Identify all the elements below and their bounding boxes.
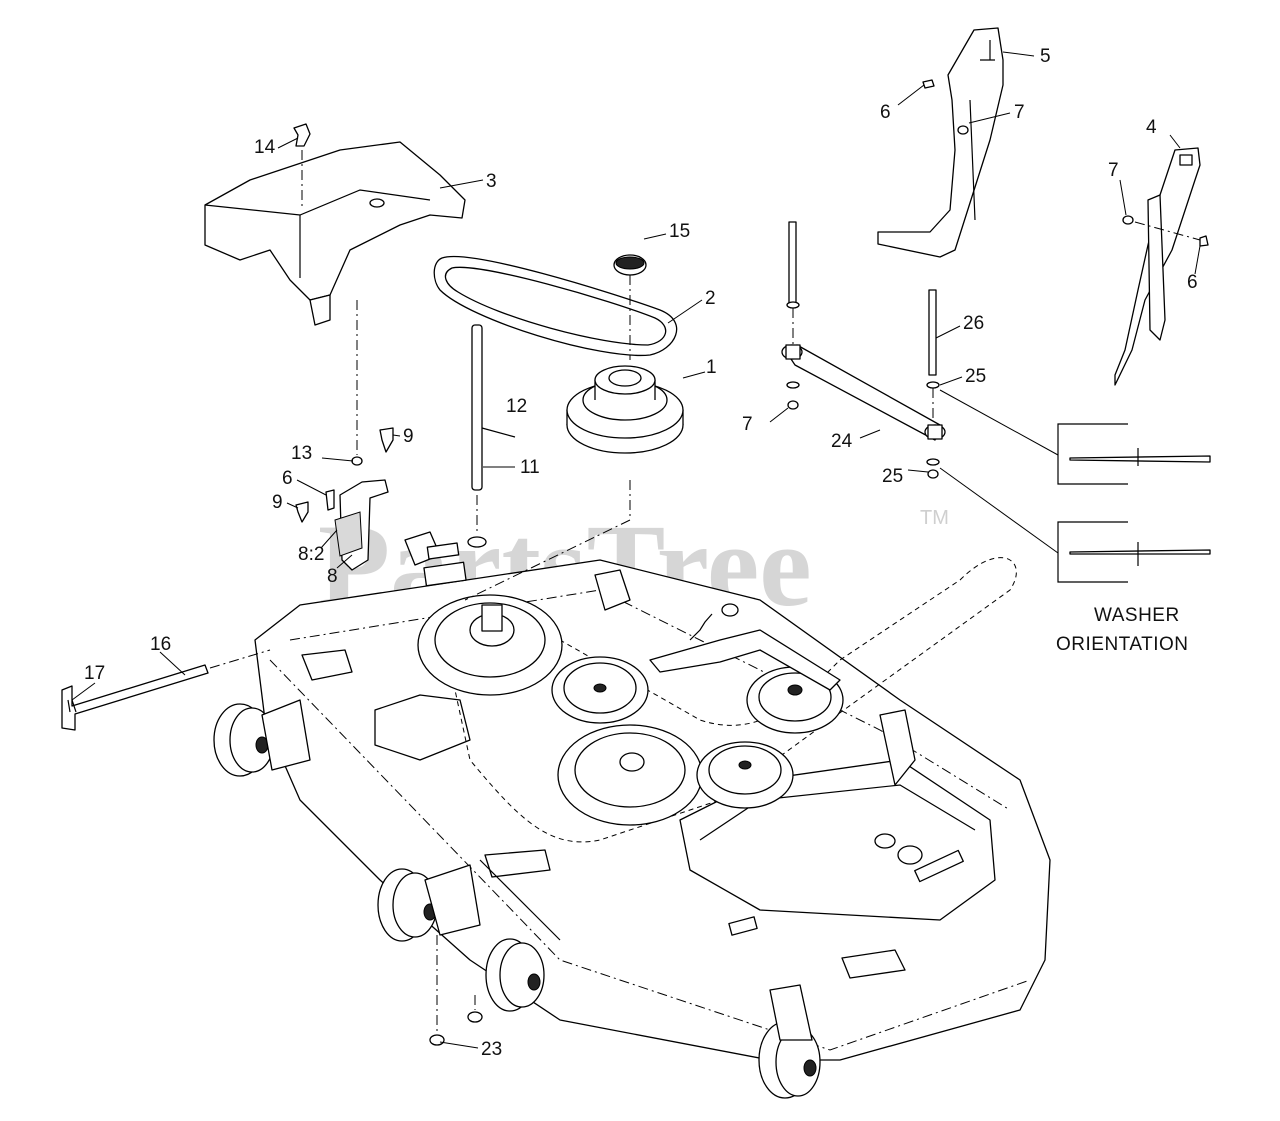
caster-wheel-right	[758, 984, 821, 1099]
washer-orientation-line1: WASHER	[1094, 605, 1180, 626]
callout-14: 14	[254, 137, 276, 158]
callout-6-right: 6	[1187, 272, 1198, 293]
callout-3: 3	[486, 171, 497, 192]
callout-2: 2	[705, 288, 716, 309]
flange-nut-left	[429, 1034, 445, 1046]
callout-4: 4	[1146, 117, 1157, 138]
callout-9-top: 9	[403, 426, 414, 447]
idler-bracket	[334, 479, 389, 571]
flange-nut-right	[467, 1011, 483, 1023]
washer-top-left	[786, 301, 800, 309]
nut-7-top	[957, 125, 969, 135]
cover-knob	[293, 123, 311, 147]
bolt-6-top	[922, 79, 935, 89]
hairpin-clip	[67, 699, 77, 713]
callout-16: 16	[150, 634, 171, 655]
washer-orientation-detail-top	[1057, 423, 1211, 485]
callout-7-right: 7	[1108, 160, 1119, 181]
mount-bracket-4	[1114, 147, 1201, 386]
callout-15: 15	[669, 221, 690, 242]
callout-11: 11	[520, 457, 540, 478]
nut-7-right	[1122, 215, 1134, 225]
idler-arm	[649, 629, 841, 691]
callout-17: 17	[84, 663, 105, 684]
washer-bottom-left	[786, 381, 800, 389]
callout-9-left: 9	[272, 492, 283, 513]
idler-spring	[689, 613, 713, 641]
callout-26: 26	[963, 313, 984, 334]
nut-7-left	[787, 400, 799, 410]
carriage-bolt-side	[295, 501, 309, 523]
callout-1: 1	[706, 357, 717, 378]
idler-pulley-lower	[696, 741, 794, 809]
washer-orientation-detail-bottom	[1057, 521, 1211, 583]
washer-25-top	[926, 381, 940, 389]
callout-12: 12	[506, 396, 527, 417]
caster-wheel-left-front	[213, 699, 311, 777]
washer-25-bottom	[926, 458, 940, 466]
callout-7-top: 7	[1014, 102, 1025, 123]
caster-wheel-mid	[485, 938, 545, 1012]
pivot-pin	[471, 324, 483, 491]
bolt-6-left	[325, 489, 335, 511]
carriage-bolt-top	[379, 427, 394, 453]
callout-23: 23	[481, 1039, 502, 1060]
long-bolt-right	[928, 289, 937, 376]
nut-13	[351, 456, 363, 466]
watermark-trademark: TM	[920, 507, 949, 529]
spindle-pulley-left	[417, 594, 563, 696]
spindle-pulley-center	[557, 724, 703, 826]
callout-25-bottom: 25	[882, 466, 903, 487]
callout-8-2: 8:2	[298, 544, 324, 565]
pto-belt	[433, 255, 678, 357]
mount-bracket-5	[877, 27, 1004, 258]
cotter-pin	[481, 427, 516, 438]
callout-24: 24	[831, 431, 853, 452]
callout-13: 13	[291, 443, 312, 464]
idler-pulley-center	[551, 656, 649, 724]
idler-link-arm	[781, 344, 946, 441]
bolt-6-right	[1199, 235, 1209, 247]
callout-7-mid: 7	[742, 414, 753, 435]
callout-25-top: 25	[965, 366, 986, 387]
pto-clutch-pulley	[566, 365, 684, 454]
height-rod	[61, 664, 209, 731]
callout-6-left: 6	[282, 468, 293, 489]
caster-wheel-left-rear	[377, 864, 481, 942]
nut-bottom-right	[927, 469, 939, 479]
idler-pivot	[721, 603, 739, 617]
callout-8: 8	[327, 566, 338, 587]
washer-orientation-line2: ORIENTATION	[1056, 634, 1189, 655]
belt-cover	[204, 141, 466, 326]
callout-6-top: 6	[880, 102, 891, 123]
callout-5: 5	[1040, 46, 1051, 67]
long-bolt-left	[788, 221, 797, 308]
